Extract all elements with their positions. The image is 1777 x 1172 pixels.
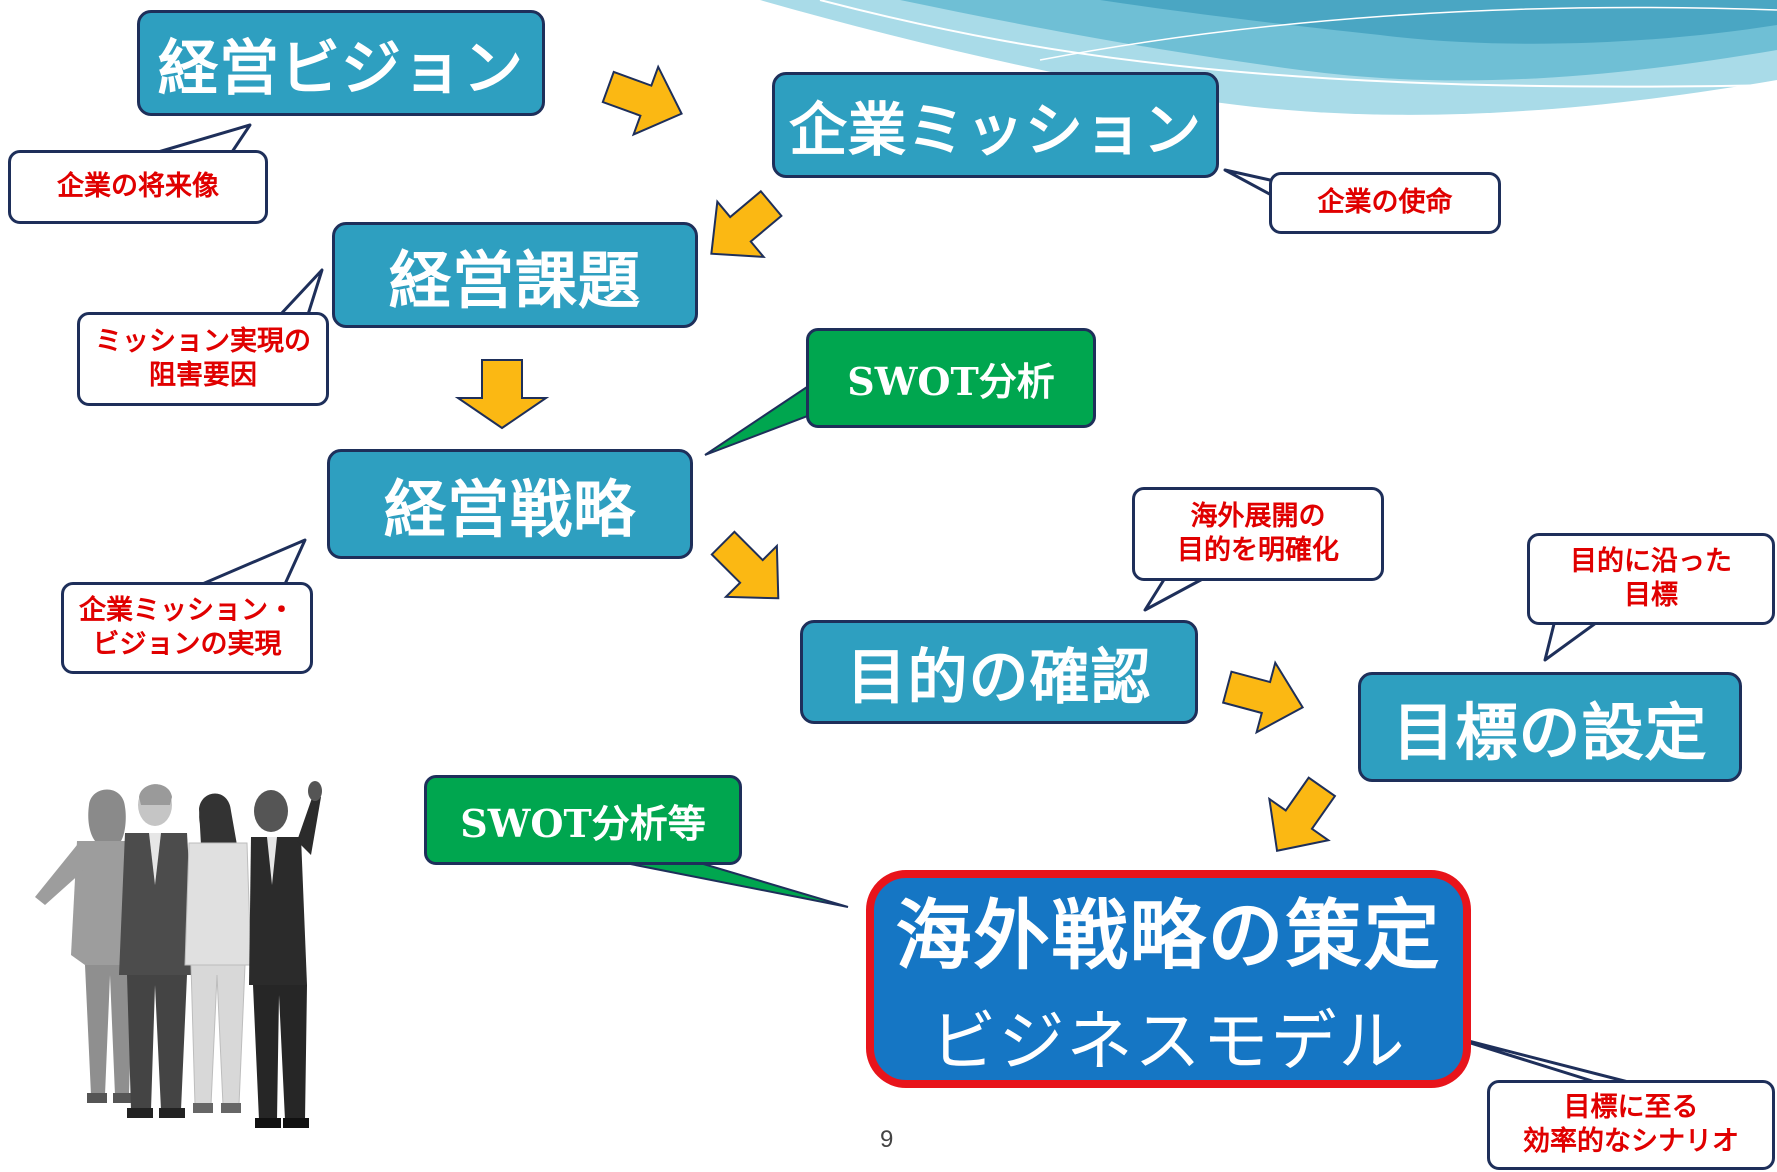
mission-note: 企業の使命 [1269,172,1501,234]
purpose-note-line2: 目的を明確化 [1177,535,1339,566]
strategy-note-line2: ビジョンの実現 [92,629,282,660]
target-box: 目標の設定 [1358,672,1742,782]
flow-arrow-icon [601,64,683,137]
final-note: 目標に至る 効率的なシナリオ [1487,1080,1775,1170]
swot-analysis-etc-box: SWOT分析等 [424,775,742,865]
mission-note-text: 企業の使命 [1317,187,1453,219]
overseas-strategy-title: 海外戦略の策定 [895,891,1442,980]
person-man-black [249,781,322,1128]
vision-box: 経営ビジョン [137,10,545,116]
business-people-illustration [35,781,322,1128]
issues-note-line1: ミッション実現の [95,326,311,358]
strategy-note: 企業ミッション・ ビジョンの実現 [61,582,313,674]
target-note-line1: 目的に沿った [1570,546,1732,578]
purpose-label: 目的の確認 [846,642,1152,713]
issues-note: ミッション実現の 阻害要因 [77,312,329,406]
flow-arrow-icon [710,189,783,259]
flow-arrow-icon [1268,776,1337,852]
vision-note-text: 企業の将来像 [57,171,219,203]
person-man-dark [119,784,195,1118]
swot-analysis-etc-label: SWOT分析等 [460,800,706,846]
mission-label: 企業ミッション [788,96,1202,164]
vision-label: 経営ビジョン [158,33,524,104]
page-number: 9 [880,1126,894,1153]
issues-box: 経営課題 [332,222,698,328]
flow-arrow-icon [1221,660,1305,735]
issues-label: 経営課題 [388,244,641,317]
final-note-line2: 効率的なシナリオ [1523,1126,1739,1157]
flow-arrow-icon [454,359,550,430]
swot-analysis-label: SWOT分析 [847,358,1055,404]
mission-box: 企業ミッション [772,72,1219,178]
strategy-label: 経営戦略 [383,473,636,546]
purpose-box: 目的の確認 [800,620,1198,724]
issues-note-line2: 阻害要因 [149,360,257,391]
overseas-strategy-box: 海外戦略の策定 ビジネスモデル [866,870,1471,1088]
vision-note: 企業の将来像 [8,150,268,224]
purpose-note-line1: 海外展開の [1190,501,1326,533]
purpose-note: 海外展開の 目的を明確化 [1132,487,1384,581]
target-label: 目標の設定 [1392,696,1708,769]
flow-arrow-icon [710,530,780,600]
final-note-line1: 目標に至る [1563,1092,1699,1124]
swot-analysis-box: SWOT分析 [806,328,1096,428]
business-model-subtitle: ビジネスモデル [930,1003,1407,1080]
strategy-box: 経営戦略 [327,449,693,559]
strategy-note-line1: 企業ミッション・ [79,595,295,627]
target-note: 目的に沿った 目標 [1527,533,1775,625]
person-woman-light [184,793,252,1113]
target-note-line2: 目標 [1624,580,1678,611]
